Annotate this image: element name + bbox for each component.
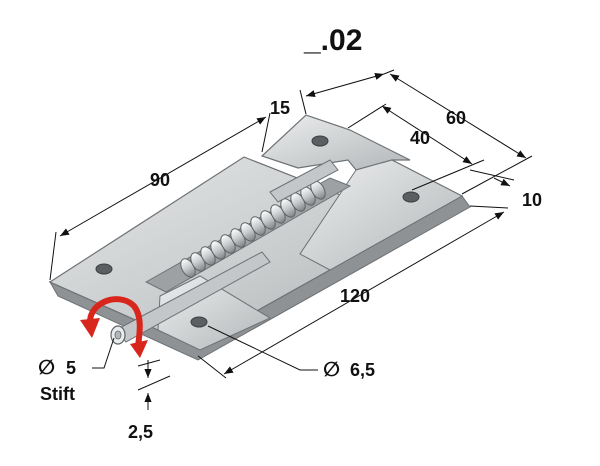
dim-90-label: 90 bbox=[150, 170, 170, 190]
hole-bottom bbox=[190, 316, 208, 328]
pin-diameter-symbol: ∅ bbox=[38, 357, 55, 379]
pin-name-label: Stift bbox=[40, 384, 75, 404]
dim-40-label: 40 bbox=[410, 128, 430, 148]
hole-right bbox=[402, 191, 420, 203]
dim-120-label: 120 bbox=[340, 286, 370, 306]
pin-end-inner bbox=[114, 330, 122, 340]
thickness-label: 2,5 bbox=[128, 422, 153, 442]
title-label: _.02 bbox=[303, 24, 362, 57]
dimension-lines bbox=[49, 69, 533, 410]
dim-15-label: 15 bbox=[270, 98, 290, 118]
hole-left bbox=[95, 263, 113, 275]
hole-diameter-symbol: ∅ bbox=[323, 359, 340, 381]
hole-diameter-label: 6,5 bbox=[350, 360, 375, 380]
pin-diameter-label: 5 bbox=[66, 358, 76, 378]
dim-10-label: 10 bbox=[522, 190, 542, 210]
rotation-arrow bbox=[80, 296, 148, 358]
dim-60-label: 60 bbox=[446, 108, 466, 128]
hole-top bbox=[311, 135, 329, 147]
upper-barrel bbox=[269, 159, 339, 203]
hinge-body bbox=[48, 114, 471, 361]
